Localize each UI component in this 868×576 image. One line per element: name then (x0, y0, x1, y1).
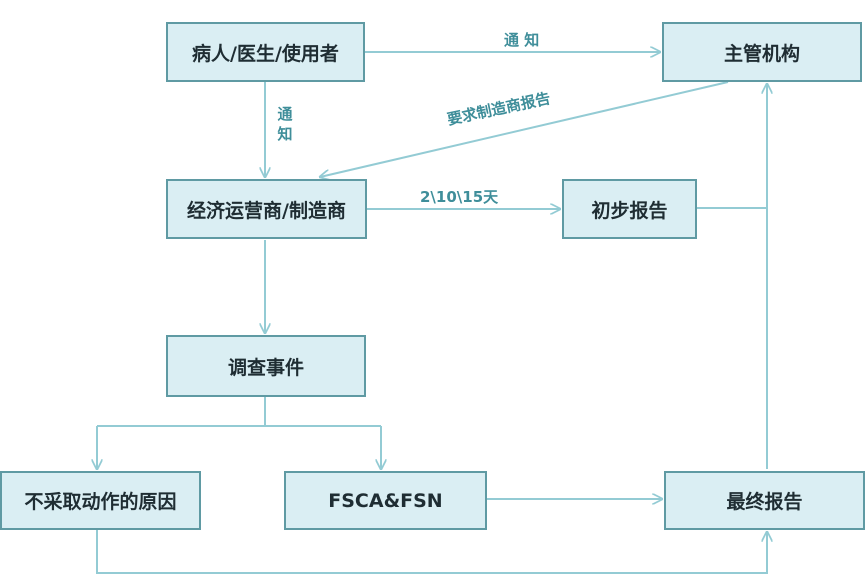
label-reporting-deadline: 2\10\15天 (420, 188, 499, 206)
node-competent-authority: 主管机构 (662, 22, 862, 82)
node-fsca-fsn: FSCA&FSN (284, 471, 487, 530)
line-investigate-split (97, 397, 266, 427)
node-economic-operator-manufacturer: 经济运营商/制造商 (166, 179, 367, 239)
node-patient-doctor-user: 病人/医生/使用者 (166, 22, 365, 82)
node-investigate-incident: 调查事件 (166, 335, 366, 397)
arrow-no-action-to-final-report (96, 530, 767, 574)
arrow-authority-to-operator (320, 81, 729, 177)
label-notify-char-2: 知 (277, 125, 293, 144)
node-initial-report: 初步报告 (562, 179, 697, 239)
label-notify-vertical: 通 知 (275, 104, 295, 145)
label-notify-horizontal: 通 知 (504, 31, 540, 49)
node-final-report: 最终报告 (664, 471, 865, 530)
node-reason-for-no-action: 不采取动作的原因 (0, 471, 201, 530)
label-notify-char-1: 通 (277, 105, 293, 123)
